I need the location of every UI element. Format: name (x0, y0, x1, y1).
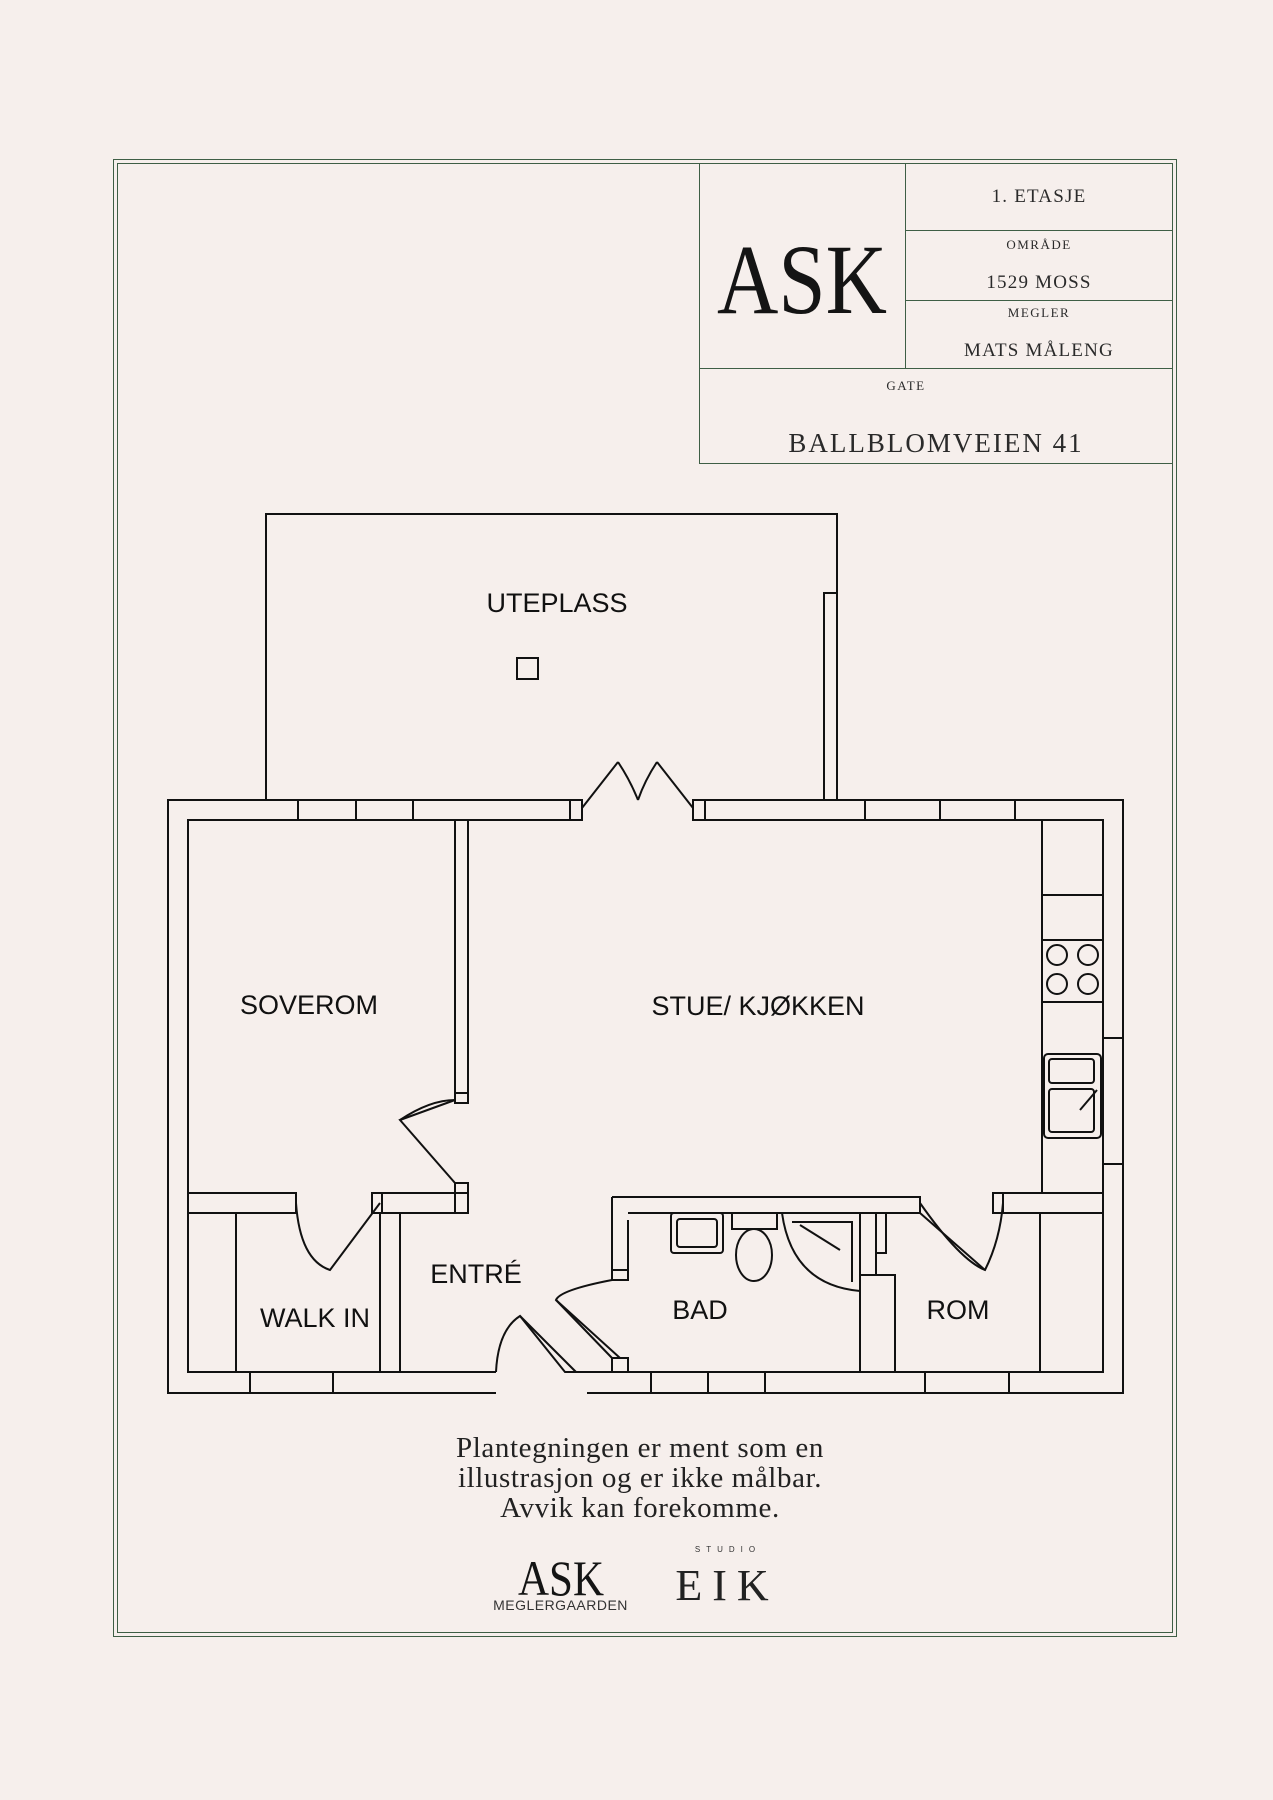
label-living-kitchen: STUE/ KJØKKEN (651, 991, 864, 1021)
inner-frame (117, 163, 1173, 1633)
kitchen-stove (1041, 939, 1104, 1003)
outer-wall-inner (187, 819, 1104, 1373)
label-bathroom: BAD (672, 1295, 728, 1325)
kitchen-counter (1041, 820, 1103, 1193)
street-label: GATE (886, 378, 926, 393)
toilet-tank (731, 1212, 778, 1230)
floor-text: 1. ETASJE (991, 186, 1087, 207)
wall-bathroom (611, 1197, 629, 1271)
svg-text:ASK: ASK (518, 1550, 604, 1597)
walkin-shelf (188, 1212, 237, 1372)
studio-text: STUDIO (694, 1545, 762, 1554)
meglergaarden-text: MEGLERGAARDEN (493, 1597, 628, 1613)
outer-frame (113, 159, 1177, 1637)
broker-label: MEGLER (1007, 305, 1071, 320)
label-walk-in: WALK IN (260, 1303, 370, 1333)
street-value: BALLBLOMVEIEN 41 (788, 428, 1084, 458)
area-label: OMRÅDE (1006, 237, 1072, 252)
broker-cell (905, 300, 1173, 369)
terrace-post (516, 657, 539, 680)
disclaimer-line-2: illustrasjon og er ikke målbar. (457, 1462, 823, 1494)
disclaimer: Plantegningen er ment som en illustrasjo… (340, 1433, 940, 1523)
bath-sink (670, 1212, 724, 1254)
disclaimer-line-3: Avvik kan forekomme. (500, 1492, 780, 1524)
eik-logo: EIK (675, 1561, 779, 1610)
terrace-rail (823, 592, 838, 801)
wall-bedroom-bottom (188, 1192, 297, 1214)
broker-value: MATS MÅLENG (964, 340, 1114, 361)
wall-bedroom-living (454, 820, 469, 1094)
terrace-outline (265, 513, 838, 800)
toilet-bowl (735, 1228, 773, 1282)
shower (780, 1212, 861, 1293)
window-walkin (249, 1371, 334, 1394)
ask-footer-logo: ASK (518, 1550, 604, 1597)
label-entrance: ENTRÉ (430, 1259, 522, 1289)
area-value: 1529 MOSS (986, 272, 1092, 293)
kitchen-sink (1043, 1053, 1102, 1139)
disclaimer-line-1: Plantegningen er ment som en (456, 1432, 824, 1464)
window-kitchen (1102, 1037, 1124, 1165)
label-bedroom: SOVEROM (240, 990, 378, 1020)
svg-text:ASK: ASK (717, 224, 887, 315)
label-terrace: UTEPLASS (486, 588, 627, 618)
ask-logo: ASK (717, 224, 887, 315)
window-rom (924, 1371, 1010, 1394)
label-room: ROM (927, 1295, 990, 1325)
